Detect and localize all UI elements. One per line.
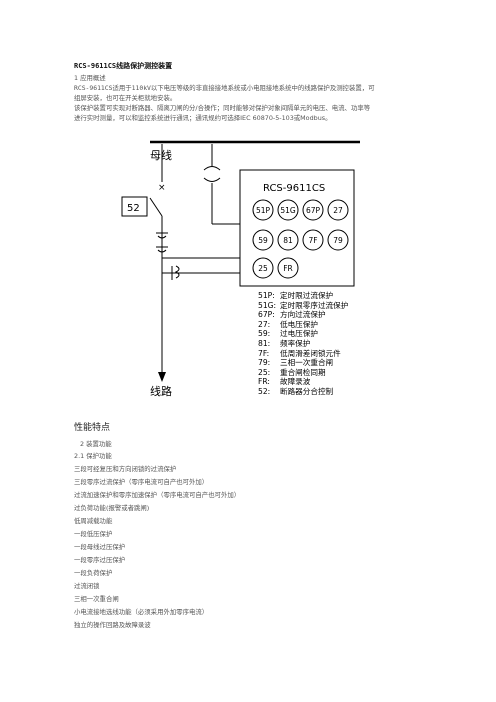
feature-item: 小电流接地选线功能（必须采用外加零序电流）	[74, 608, 209, 616]
legend-item: 51G:定时限零序过流保护	[258, 300, 349, 310]
bus-label: 母线	[150, 148, 172, 162]
intro-line: 该保护装置可实现对断路器、隔离刀闸的分/合操作；同时能够对保护对象间隔单元的电压…	[74, 104, 371, 112]
line-arrow	[158, 372, 166, 382]
function-label: 51P	[256, 206, 271, 215]
legend-item: 25:重合闸检同期	[258, 367, 326, 377]
legend-item: 79:三相一次重合闸	[258, 358, 334, 368]
feature-item: 一段负荷保护	[74, 569, 113, 577]
ct-symbol	[157, 249, 167, 253]
function-label: 59	[258, 236, 268, 245]
intro-line: 进行实时测量，可以和监控系统进行通讯；通讯规约可选择IEC 60870-5-10…	[74, 114, 332, 122]
function-label: 67P	[306, 206, 321, 215]
device-name: RCS-9611CS	[263, 183, 325, 194]
function-circle	[252, 199, 274, 221]
function-label: 51G	[280, 206, 296, 215]
pt-symbol	[203, 166, 221, 182]
function-circle	[327, 199, 349, 221]
performance-heading: 性能特点	[74, 423, 111, 433]
feature-item: 三段可经复压和方向闭锁的过流保护	[74, 465, 177, 473]
intro-heading: 1 应用概述	[74, 74, 106, 82]
legend-item: 7F:低周滑差闭锁元件	[258, 348, 341, 358]
function-circle	[302, 229, 324, 251]
function-label: 79	[333, 236, 343, 245]
isolator-symbol: ×	[158, 183, 166, 193]
feature-item: 低周减载功能	[74, 517, 113, 525]
legend-item: 52:断路器分合控制	[258, 386, 334, 396]
intro-line: 组屏安装，也可在开关柜就地安装。	[74, 94, 177, 102]
legend-item: 51P:定时限过流保护	[258, 291, 334, 300]
feature-item: 过负荷功能(报警或者跳闸)	[74, 504, 150, 512]
feature-item: 过流加速保护和零序加速保护（零序电流可自产也可外加）	[74, 491, 241, 499]
legend-item: 81:频率保护	[258, 338, 311, 348]
feature-item: 三相一次重合闸	[74, 595, 119, 603]
feature-item: 一段零序过压保护	[74, 556, 126, 564]
feature-item: 过流闭锁	[74, 582, 100, 590]
feature-item: 三段零序过流保护（零序电流可自产也可外加）	[74, 478, 209, 486]
features-heading: 2 装置功能	[80, 440, 112, 448]
feature-item: 一段低压保护	[74, 530, 113, 538]
legend-item: 59:过电压保护	[258, 329, 318, 339]
function-label: FR	[283, 264, 293, 273]
feature-item: 一段母线过压保护	[74, 543, 126, 551]
function-circle	[252, 229, 274, 251]
ct-symbol	[157, 235, 167, 239]
document-title: RCS-9611CS线路保护测控装置	[74, 62, 173, 70]
intro-line: RCS-9611CS适用于110kV以下电压等级的非直接接地系统或小电阻接地系统…	[74, 84, 375, 92]
function-label: 7F	[308, 236, 317, 245]
function-circle	[277, 199, 299, 221]
legend-item: 67P:方向过流保护	[258, 310, 326, 320]
function-circle	[252, 257, 274, 279]
breaker-box	[121, 196, 148, 217]
function-label: 27	[333, 206, 343, 215]
function-label: 25	[258, 264, 268, 273]
function-circle	[277, 257, 299, 279]
function-circle	[277, 229, 299, 251]
feature-item: 独立的操作回路及故障录波	[74, 621, 151, 629]
legend-item: 27:低电压保护	[258, 319, 318, 329]
function-label: 81	[283, 236, 293, 245]
breaker-label: 52	[127, 203, 140, 214]
breaker-contact	[149, 197, 163, 217]
function-circle	[302, 199, 324, 221]
legend: 51P:定时限过流保护 51G:定时限零序过流保护 67P:方向过流保护 27:…	[258, 291, 348, 397]
function-circle	[327, 229, 349, 251]
line-label: 线路	[150, 384, 172, 398]
legend-item: FR:故障录波	[258, 377, 311, 387]
features-sub-heading: 2.1 保护功能	[74, 452, 112, 460]
